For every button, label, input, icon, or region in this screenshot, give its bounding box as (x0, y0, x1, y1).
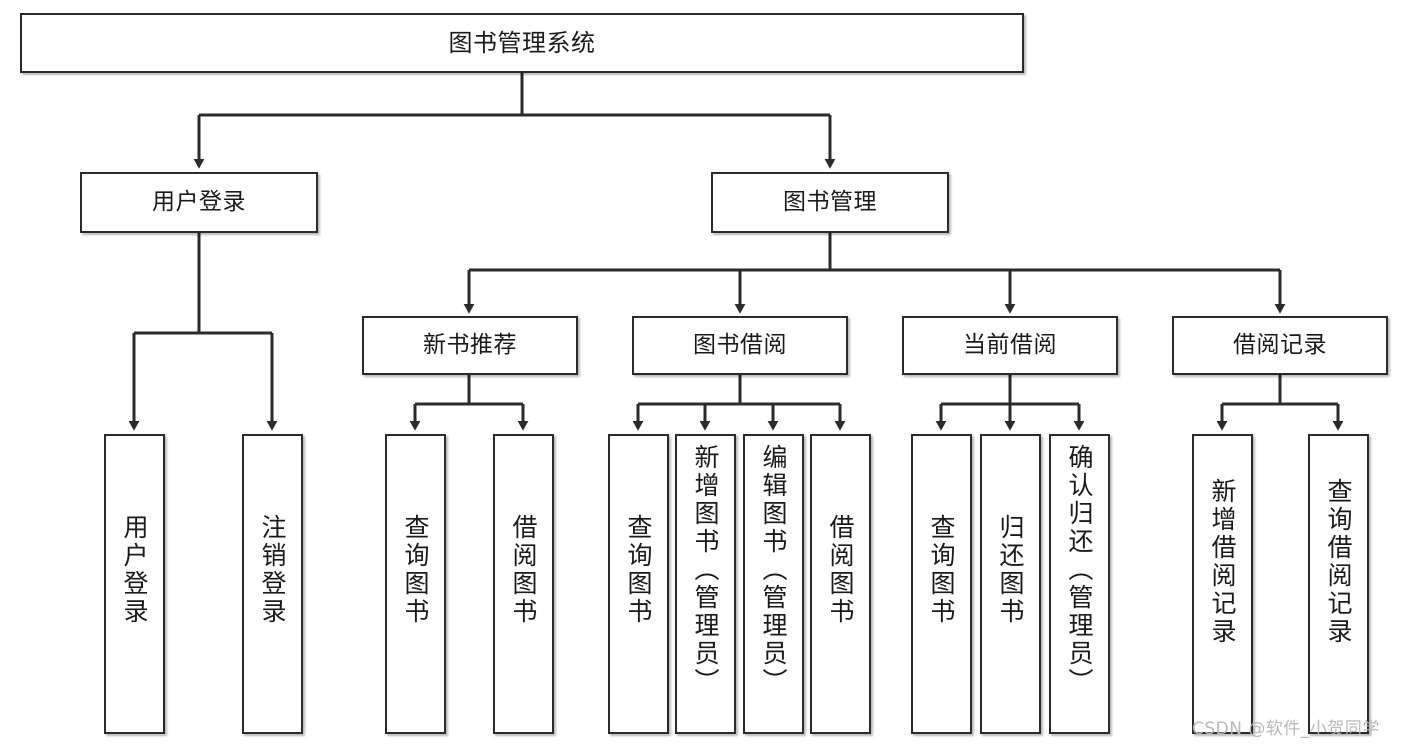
node-root-book-management-system[interactable]: 图书管理系统 (20, 13, 1024, 73)
leaf-query-book-borrow[interactable]: 查询图书 (608, 434, 669, 734)
node-label: 查询图书 (401, 514, 430, 626)
node-label: 借阅图书 (509, 514, 538, 626)
leaf-borrow-book-new[interactable]: 借阅图书 (493, 434, 554, 734)
node-label: 新增借阅记录 (1208, 478, 1237, 646)
node-label: 图书管理 (783, 188, 877, 215)
node-user-login[interactable]: 用户登录 (80, 172, 318, 233)
leaf-query-borrow-record[interactable]: 查询借阅记录 (1308, 434, 1369, 734)
node-label: 图书管理系统 (448, 28, 596, 57)
node-borrow-record[interactable]: 借阅记录 (1172, 316, 1388, 375)
node-label: 查询图书 (624, 514, 653, 626)
node-label: 借阅图书 (826, 514, 855, 626)
leaf-query-book-current[interactable]: 查询图书 (911, 434, 972, 734)
node-book-borrow[interactable]: 图书借阅 (632, 316, 848, 375)
node-label: 用户登录 (120, 514, 149, 626)
node-label: 新增图书（管理员） (691, 444, 720, 696)
node-label: 查询借阅记录 (1324, 478, 1353, 646)
node-label: 查询图书 (927, 514, 956, 626)
node-new-book-recommend[interactable]: 新书推荐 (362, 316, 578, 375)
csdn-watermark: CSDN @软件_小贺同学 (1192, 719, 1380, 739)
node-label: 当前借阅 (963, 331, 1057, 358)
leaf-confirm-return[interactable]: 确认归还（管理员） (1049, 434, 1110, 734)
leaf-borrow-book-borrow[interactable]: 借阅图书 (810, 434, 871, 734)
node-label: 借阅记录 (1233, 331, 1327, 358)
leaf-return-book[interactable]: 归还图书 (980, 434, 1041, 734)
leaf-logout-login[interactable]: 注销登录 (242, 434, 303, 734)
node-current-borrow[interactable]: 当前借阅 (902, 316, 1118, 375)
node-label: 用户登录 (152, 188, 246, 215)
node-label: 新书推荐 (423, 331, 517, 358)
leaf-user-login[interactable]: 用户登录 (104, 434, 165, 734)
leaf-query-book-new[interactable]: 查询图书 (385, 434, 446, 734)
node-label: 注销登录 (258, 514, 287, 626)
node-label: 确认归还（管理员） (1065, 444, 1094, 696)
node-book-manage[interactable]: 图书管理 (711, 172, 949, 233)
leaf-add-borrow-record[interactable]: 新增借阅记录 (1192, 434, 1253, 734)
node-label: 归还图书 (996, 514, 1025, 626)
leaf-add-book[interactable]: 新增图书（管理员） (675, 434, 736, 734)
leaf-edit-book[interactable]: 编辑图书（管理员） (743, 434, 804, 734)
node-label: 图书借阅 (693, 331, 787, 358)
node-label: 编辑图书（管理员） (759, 444, 788, 696)
